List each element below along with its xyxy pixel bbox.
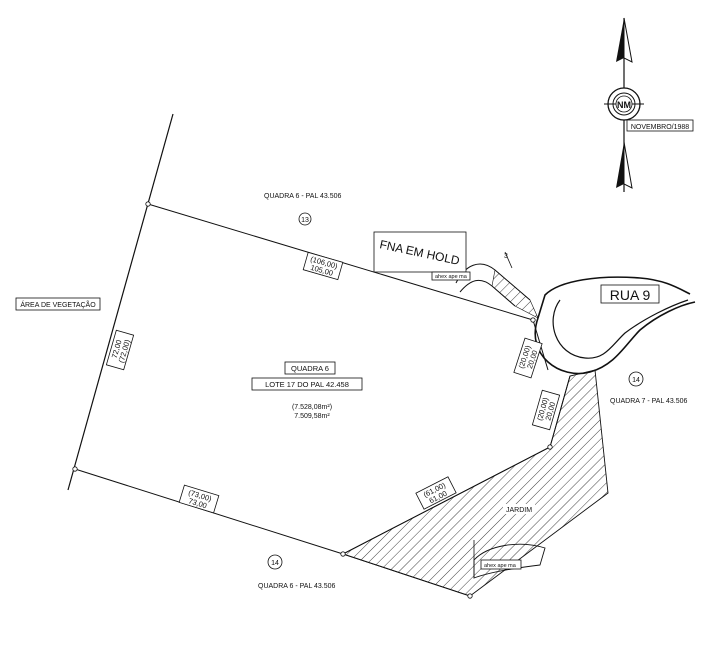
date-box [626,119,694,132]
right-lot-number: 14 [632,377,640,384]
right-mid-dimension-box [531,389,561,431]
right-upper-dimension: (20,00) 20,00 [513,337,543,379]
diag-dimension-box [415,476,457,510]
cul-de-sac-curve [534,301,696,375]
lot-label: LOTE 17 DO PAL 42.458 [265,380,349,389]
small-note-1: ahex ape ma [435,274,468,280]
bottom-lot-circle [267,554,283,570]
south-arrow-tail-dark [616,142,624,188]
left-boundary-line [67,113,174,491]
top-dimension: (106,00) 105,00 [302,251,344,281]
north-arrow-head-dark [616,18,624,62]
garden-label-box [503,504,535,514]
vertex-marker [467,593,473,599]
small-note-box-1 [431,271,471,281]
top-dimension-box [302,251,344,281]
vertex-marker [340,551,346,557]
right-lot-circle [628,371,644,387]
vegetation-box [15,297,101,311]
bottom-lot-number: 14 [271,560,279,567]
top-lot-circle [298,212,312,226]
garden-label: JARDIM [506,507,532,514]
block-box [284,361,336,375]
street-label: RUA 9 [610,287,651,303]
south-arrow-tail-light [623,141,633,189]
street-outer-edge [537,276,691,319]
street-label-box [600,284,660,304]
vertex-marker [145,201,151,207]
small-note-2: ahex ape ma [484,563,517,569]
access-path-hatch [491,269,539,319]
right-mid-dimension: (20,00) 20,00 [531,389,561,431]
top-block-label: QUADRA 6 - PAL 43.506 [264,193,342,200]
vertex-markers [72,201,553,599]
right-upper-dimension-box [513,337,543,379]
right-block-label: QUADRA 7 - PAL 43.506 [610,398,688,405]
top-lot-number: 13 [301,217,309,224]
access-arrow [504,251,513,269]
north-center-disc [615,95,633,113]
vertex-marker [72,466,78,472]
bottom-dimension: (73,00) 73,00 [178,484,220,514]
vegetation-label: ÁREA DE VEGETAÇÃO [20,300,96,309]
diag-dimension: (61,00) 61,00 [415,476,457,510]
bottom-edge-line [342,553,471,597]
vertex-marker [547,444,553,450]
fna-box [373,231,467,273]
bottom-block-label: QUADRA 6 - PAL 43.506 [258,583,336,590]
area-new: 7.509,58m² [294,413,330,420]
area-old: (7.528,08m²) [292,404,332,411]
north-label: NM [617,100,631,110]
block-label: QUADRA 6 [291,364,329,373]
north-arrow: NM [604,17,644,192]
diagonal-boundary-line [342,446,551,555]
lot-box [251,377,363,391]
cul-de-sac-inner [552,299,689,359]
bottom-dimension-box [178,484,220,514]
vertex-marker [530,317,536,323]
garden-detail-outline [473,543,546,579]
access-arrow-mark: 3 [504,253,508,260]
small-note-box-2 [480,559,522,570]
north-arrow-head-light [623,17,633,63]
garden-hatch [341,369,609,597]
left-dimension-box [105,329,135,371]
right-side-line [549,375,571,448]
date-label: NOVEMBRO/1988 [631,124,689,131]
